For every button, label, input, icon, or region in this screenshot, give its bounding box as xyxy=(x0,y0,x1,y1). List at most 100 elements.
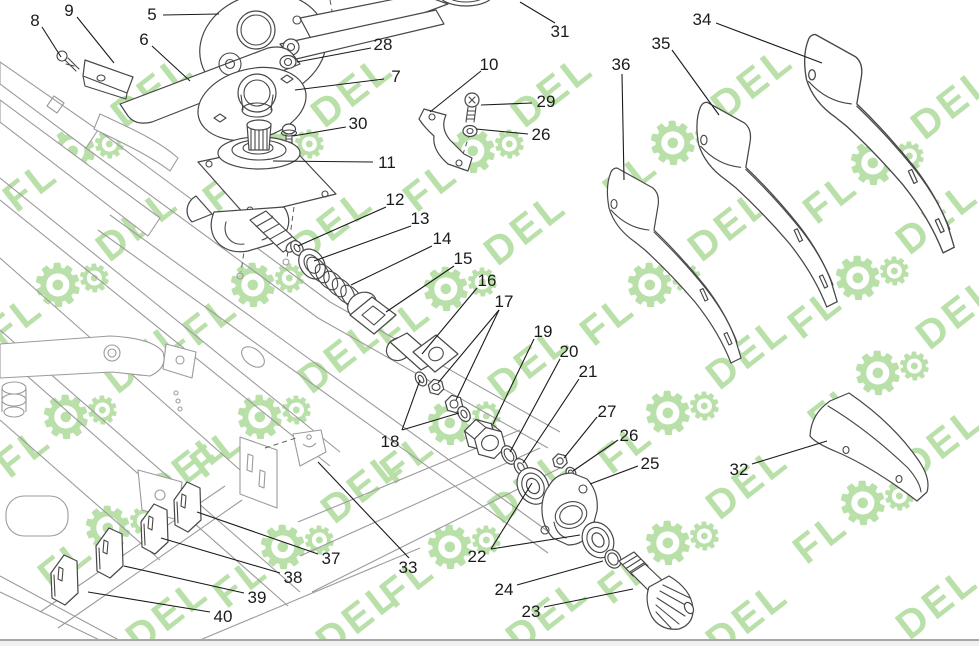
callout-19: 19 xyxy=(534,322,553,341)
bevel-gear-shaft-23 xyxy=(618,551,695,630)
callout-6: 6 xyxy=(139,30,148,49)
callout-8: 8 xyxy=(30,11,39,30)
callout-25: 25 xyxy=(641,454,660,473)
leader-line-38 xyxy=(160,537,281,574)
leader-line-17 xyxy=(455,309,500,401)
leader-line-19 xyxy=(492,338,535,425)
leader-line-33 xyxy=(317,461,410,559)
callout-13: 13 xyxy=(411,209,430,228)
leader-line-18 xyxy=(401,412,460,431)
nut-17a xyxy=(427,378,445,396)
hex-nut-19 xyxy=(463,418,507,460)
callout-10: 10 xyxy=(480,55,499,74)
callout-27: 27 xyxy=(598,402,617,421)
ring-24 xyxy=(604,549,622,569)
callout-40: 40 xyxy=(214,607,233,626)
leader-line-21 xyxy=(522,378,580,464)
washer-18a xyxy=(414,371,428,387)
callout-32: 32 xyxy=(730,460,749,479)
washer-18b xyxy=(457,405,471,423)
hub-plate-7 xyxy=(197,66,307,142)
deck-frame xyxy=(0,61,561,646)
ring-20 xyxy=(500,445,518,465)
leader-line-22 xyxy=(490,482,533,550)
leader-line-7 xyxy=(294,78,385,91)
callout-39: 39 xyxy=(248,588,267,607)
callout-15: 15 xyxy=(454,249,473,268)
leader-line-31 xyxy=(519,1,556,24)
callout-38: 38 xyxy=(284,568,303,587)
leader-line-14 xyxy=(350,245,433,286)
callout-11: 11 xyxy=(378,153,396,172)
flange-housing-25 xyxy=(540,472,598,546)
leader-line-11 xyxy=(272,160,374,163)
leader-line-24 xyxy=(516,560,604,586)
bracket-10-group xyxy=(418,92,480,172)
leader-line-37 xyxy=(196,511,319,555)
callout-33: 33 xyxy=(399,558,418,577)
guard-35 xyxy=(696,101,838,308)
blade-assembly xyxy=(56,0,491,151)
callout-leader-lines xyxy=(41,1,828,613)
callout-28: 28 xyxy=(374,35,393,54)
fin-32 xyxy=(809,392,929,502)
nut-27 xyxy=(552,453,568,469)
callout-35: 35 xyxy=(652,34,671,53)
leader-line-34 xyxy=(715,22,823,64)
page-bottom-border xyxy=(0,639,979,646)
leader-line-8 xyxy=(41,26,62,58)
callout-37: 37 xyxy=(322,549,341,568)
leader-line-27 xyxy=(563,416,598,459)
skid-plate-39 xyxy=(95,527,124,579)
leader-line-20 xyxy=(509,358,561,453)
leader-line-9 xyxy=(76,16,115,64)
leader-line-30 xyxy=(292,126,347,137)
bracket-10 xyxy=(418,108,473,172)
skid-plate-40 xyxy=(50,554,79,606)
callout-5: 5 xyxy=(147,5,156,24)
leader-line-17 xyxy=(437,309,500,384)
callout-7: 7 xyxy=(391,67,400,86)
leader-line-26 xyxy=(572,439,619,472)
leader-line-32 xyxy=(751,440,828,465)
drive-chain xyxy=(290,240,577,480)
washer-26a xyxy=(462,124,478,138)
callout-29: 29 xyxy=(537,92,556,111)
leader-line-6 xyxy=(151,45,191,82)
leader-line-22 xyxy=(490,534,581,550)
callout-31: 31 xyxy=(551,22,570,41)
leader-line-36 xyxy=(621,73,625,181)
callout-30: 30 xyxy=(349,114,368,133)
callout-9: 9 xyxy=(64,1,73,20)
callout-22: 22 xyxy=(468,547,487,566)
leader-line-13 xyxy=(313,225,412,262)
nut-28 xyxy=(279,54,297,70)
frame-channel xyxy=(239,436,278,509)
skid-plate-38 xyxy=(140,503,169,555)
callout-26: 26 xyxy=(532,125,551,144)
leader-line-28 xyxy=(296,47,372,63)
leader-line-18 xyxy=(401,379,421,431)
gearbox-11 xyxy=(186,119,337,280)
bushing-15 xyxy=(347,291,397,335)
bearing-22b xyxy=(581,521,615,559)
callout-16: 16 xyxy=(478,271,497,290)
leader-line-10 xyxy=(429,70,482,113)
leader-line-40 xyxy=(87,591,211,613)
bearing-housing-assembly xyxy=(516,467,695,630)
callout-17: 17 xyxy=(495,292,514,311)
leader-line-15 xyxy=(385,265,455,313)
guard-34 xyxy=(803,33,955,254)
leader-line-23 xyxy=(543,588,634,608)
callout-36: 36 xyxy=(612,55,631,74)
leader-line-25 xyxy=(589,465,639,485)
mount-strap xyxy=(93,113,179,172)
callout-20: 20 xyxy=(560,342,579,361)
callout-34: 34 xyxy=(693,10,712,29)
leader-line-35 xyxy=(671,49,720,116)
bracket-9 xyxy=(82,59,134,100)
callout-18: 18 xyxy=(381,432,400,451)
